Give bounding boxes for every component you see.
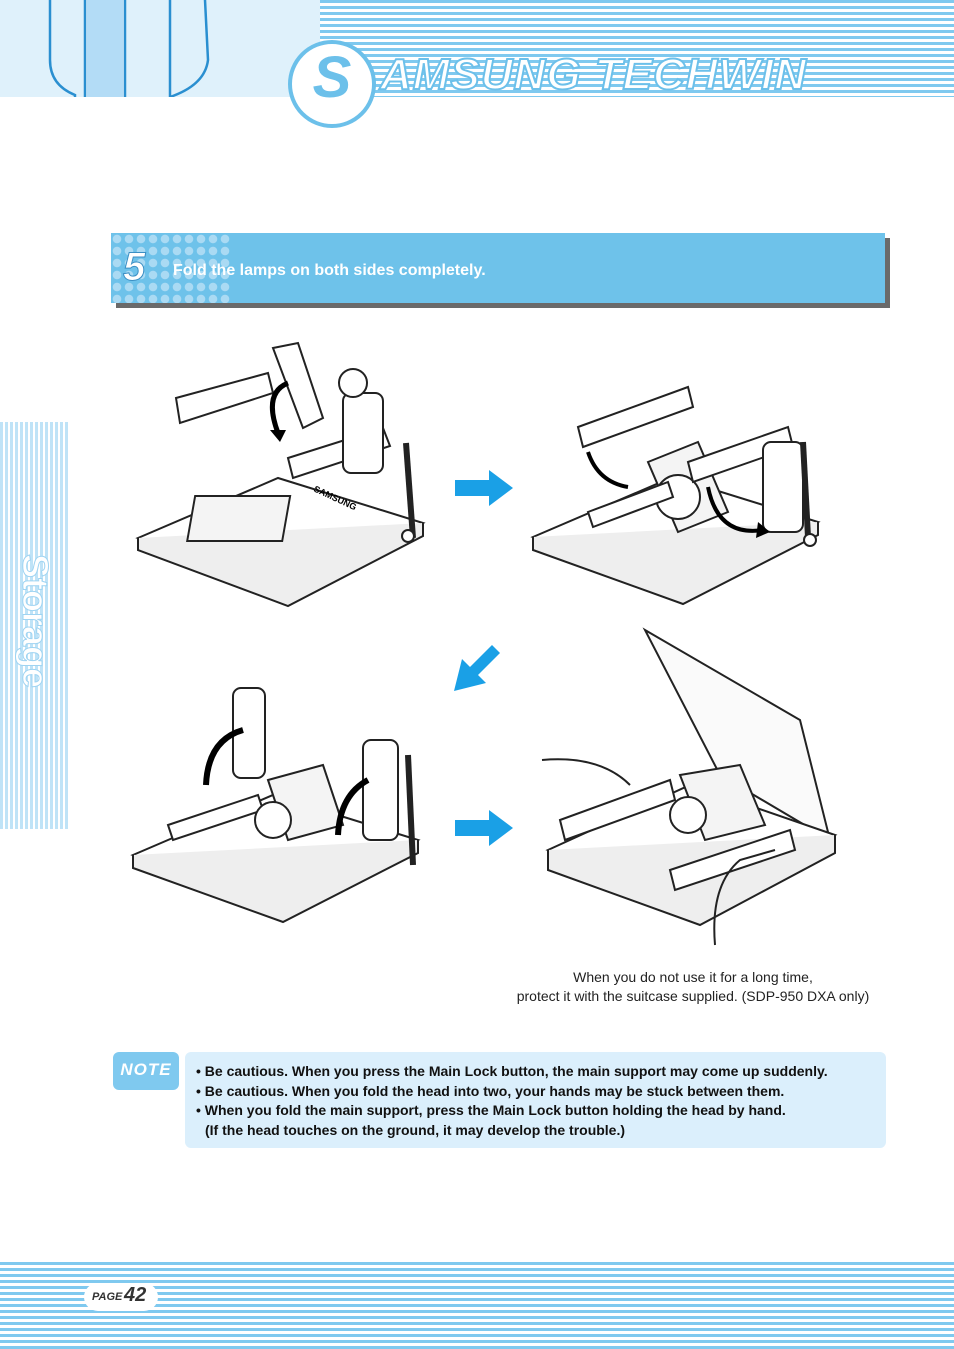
caption-line-1: When you do not use it for a long time,: [573, 969, 813, 985]
suitcase-caption: When you do not use it for a long time, …: [500, 968, 886, 1006]
note-badge: [113, 1052, 179, 1090]
arrow-down-left-icon: [454, 645, 500, 691]
side-tab-label: Storage: [15, 553, 57, 689]
note-label: NOTE: [120, 1060, 172, 1079]
illustration-lamps-down: [130, 687, 421, 924]
arrow-right-icon: [455, 810, 513, 846]
arrow-right-icon: [455, 470, 513, 506]
brand-letter: S: [312, 45, 352, 110]
header-stripes: [320, 0, 954, 97]
illustration-lamps-raised: SAMSUNG: [135, 341, 426, 608]
footer-stripes: [0, 1262, 954, 1349]
illustration-suitcase: [541, 627, 838, 946]
brand-logo-circle: [288, 40, 376, 128]
page-badge: [84, 1283, 158, 1311]
step-number: 5: [122, 245, 146, 290]
brand-name: AMSUNG TECHWIN: [379, 49, 808, 100]
caption-line-2: protect it with the suitcase supplied. (…: [516, 988, 870, 1004]
note-item: • Be cautious. When you press the Main L…: [196, 1063, 828, 1079]
illustration-lamps-folding: [530, 385, 821, 606]
note-item: • Be cautious. When you fold the head in…: [196, 1082, 785, 1099]
note-item: (If the head touches on the ground, it m…: [205, 1121, 626, 1138]
note-box: [185, 1052, 886, 1148]
note-list: • Be cautious. When you press the Main L…: [196, 1062, 886, 1140]
step-banner-dots: [111, 233, 231, 303]
header-left-panel: [0, 0, 320, 97]
step-instruction: Fold the lamps on both sides completely.: [173, 262, 486, 279]
step-banner: [111, 233, 885, 303]
page-number: 42: [124, 1284, 147, 1306]
side-tab: [0, 422, 70, 829]
header-book-icon: [48, 0, 210, 97]
page-word: PAGE: [92, 1291, 123, 1303]
note-item: • When you fold the main support, press …: [196, 1102, 786, 1118]
